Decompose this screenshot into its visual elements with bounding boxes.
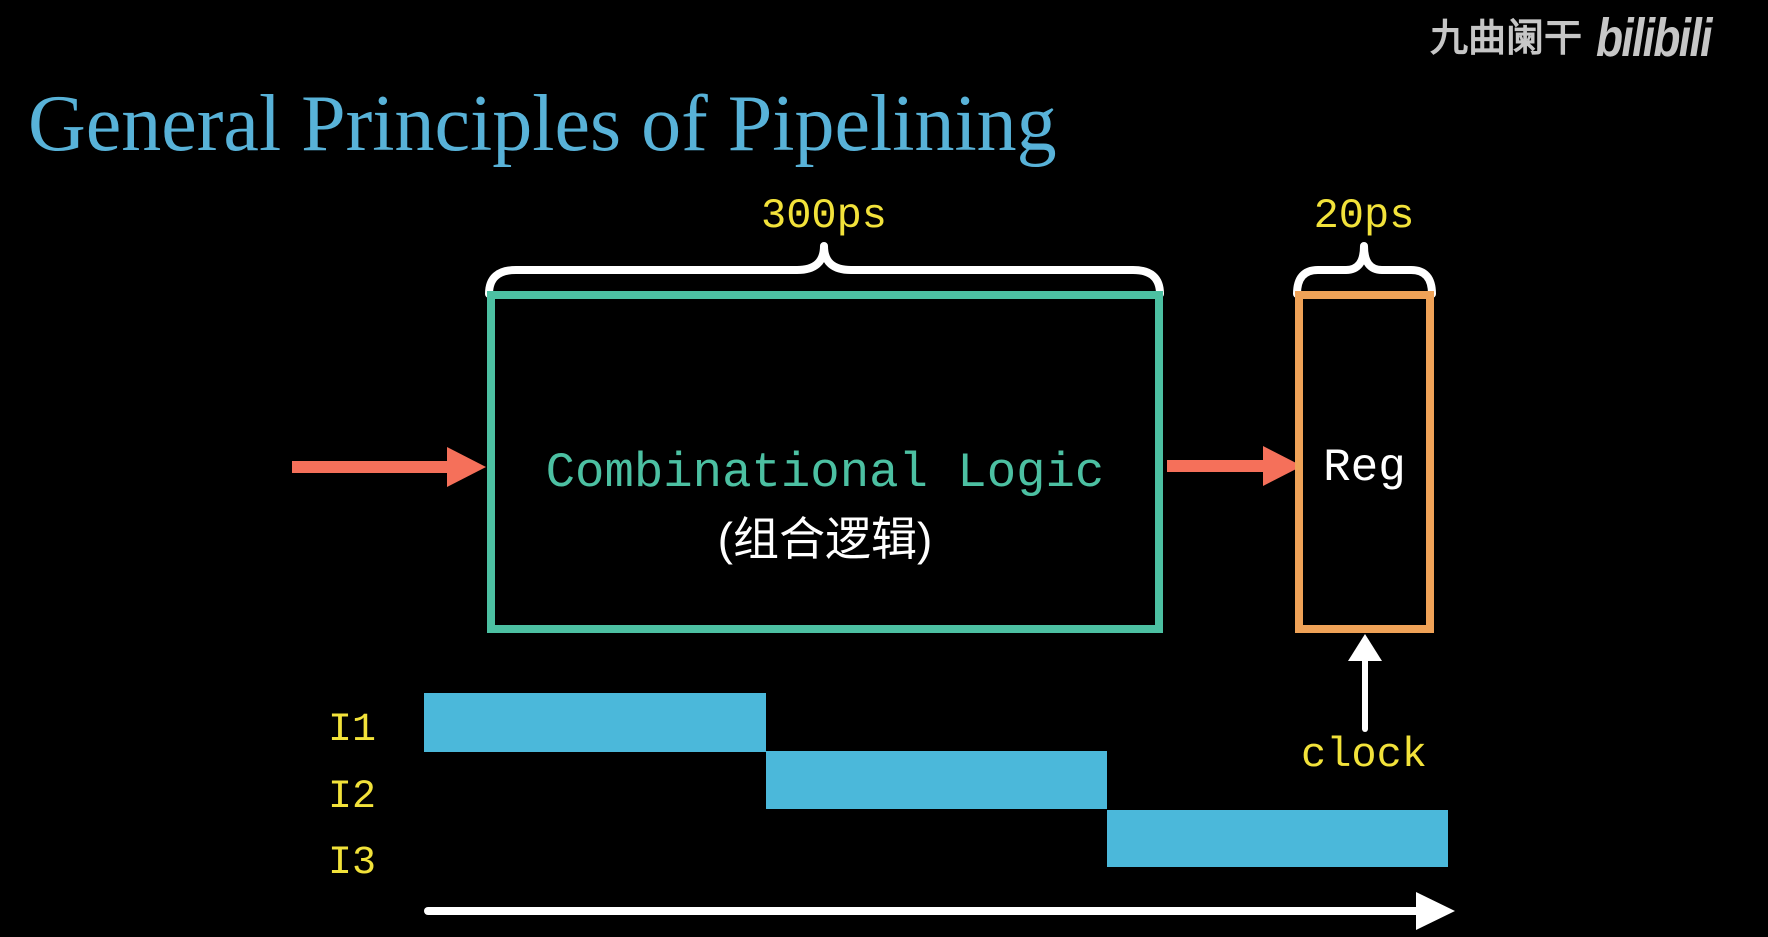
bilibili-logo: bilibili <box>1596 8 1712 68</box>
register-box: Reg <box>1295 291 1434 633</box>
brace-20ps <box>1293 242 1436 298</box>
brace-300ps <box>485 242 1164 298</box>
combinational-logic-label: Combinational Logic <box>545 445 1105 501</box>
combinational-delay-label: 300ps <box>760 192 888 240</box>
instruction-label-i2: I2 <box>328 775 377 820</box>
combinational-logic-label-zh: (组合逻辑) <box>717 513 933 565</box>
register-delay-label: 20ps <box>1313 192 1415 240</box>
pipeline-bar-i1 <box>424 693 766 752</box>
instruction-label-i1: I1 <box>328 708 377 753</box>
pipeline-bar-i2 <box>766 751 1107 809</box>
instruction-label-i3: I3 <box>328 841 377 886</box>
watermark-username: 九曲阑干 <box>1430 18 1583 60</box>
pipeline-bar-i3 <box>1107 810 1448 867</box>
time-axis-arrow-head <box>1416 892 1455 930</box>
clock-arrow-head <box>1348 634 1382 661</box>
page-title: General Principles of Pipelining <box>28 79 1057 168</box>
input-arrow-head <box>447 447 486 487</box>
clock-label: clock <box>1300 731 1428 779</box>
register-label: Reg <box>1323 442 1406 494</box>
combinational-logic-box: Combinational Logic (组合逻辑) <box>487 291 1163 633</box>
